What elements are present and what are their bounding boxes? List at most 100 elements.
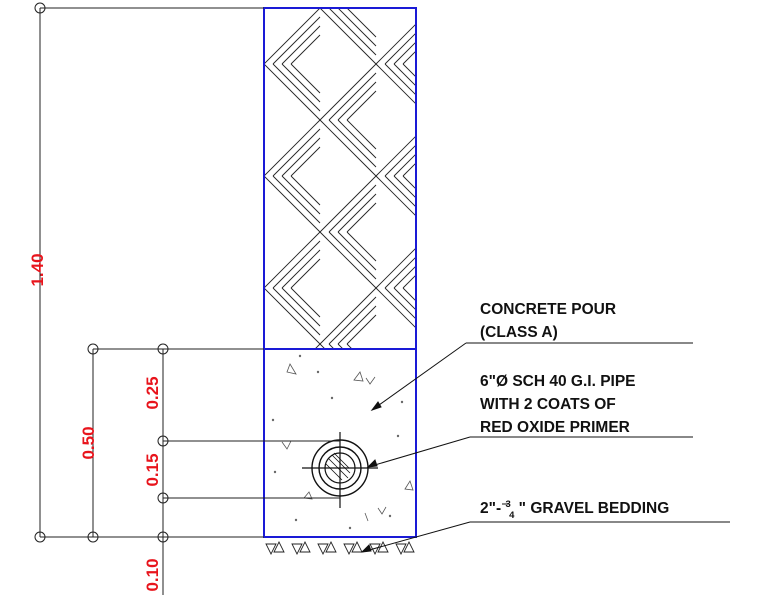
hatch-line — [264, 297, 265, 298]
hatch-line — [347, 8, 348, 9]
hatch-line — [441, 73, 488, 120]
hatch-line — [403, 371, 432, 400]
hatch-line — [384, 175, 416, 208]
hatch-line — [384, 256, 416, 289]
concrete-speckle — [271, 354, 414, 530]
hatch-line — [291, 371, 320, 400]
hatch-line — [402, 175, 416, 190]
hatch-line — [217, 409, 264, 456]
hatch-line — [281, 25, 321, 65]
backfill-hatch — [208, 0, 488, 456]
hatch-line — [402, 50, 416, 65]
hatch-line — [319, 343, 326, 349]
hatch-line — [441, 232, 488, 279]
hatch-line — [337, 81, 377, 121]
hatch-line — [375, 287, 416, 329]
hatch-line — [459, 120, 488, 149]
hatch-line — [320, 400, 376, 456]
hatch-line — [272, 128, 321, 177]
hatch-line — [319, 8, 320, 9]
hatch-line — [264, 175, 321, 233]
hatch-line — [441, 8, 488, 55]
hatch-line — [281, 287, 321, 327]
hatch-line — [320, 8, 321, 9]
hatch-line — [264, 400, 320, 456]
hatch-line — [319, 119, 377, 177]
hatch-line — [264, 166, 265, 167]
hatch-line — [319, 8, 377, 65]
hatch-line — [264, 73, 265, 74]
hatch-line — [264, 148, 265, 149]
hatch-line — [264, 64, 265, 65]
hatch-line — [375, 175, 416, 217]
hatch-line — [264, 82, 265, 83]
hatch-line — [291, 400, 320, 429]
hatch-line — [290, 258, 321, 289]
hatch-line — [346, 119, 377, 150]
hatch-line — [264, 91, 265, 92]
note-gravel-bedding: 2"- 3 4 " GRAVEL BEDDING — [480, 494, 669, 522]
hatch-line — [290, 175, 321, 206]
hatch-line — [338, 418, 376, 456]
hatch-line — [385, 400, 432, 447]
hatch-line — [450, 82, 488, 120]
hatch-line — [282, 362, 320, 400]
hatch-line — [208, 344, 264, 400]
hatch-line — [281, 63, 321, 103]
hatch-line — [384, 144, 416, 177]
dimension-lines — [34, 2, 340, 595]
hatch-line — [337, 119, 377, 159]
hatch-line — [281, 249, 321, 289]
hatch-line — [403, 400, 432, 429]
hatch-line — [375, 247, 416, 289]
hatch-line — [376, 400, 432, 456]
hatch-line — [441, 185, 488, 232]
hatch-line — [328, 231, 377, 280]
hatch-line — [264, 8, 321, 65]
hatch-line — [290, 287, 321, 318]
hatch-line — [264, 45, 265, 46]
hatch-line — [226, 418, 264, 456]
hatch-line — [264, 306, 265, 307]
hatch-line — [264, 203, 265, 204]
hatch-line — [264, 175, 265, 176]
hatch-line — [319, 231, 377, 289]
hatch-line — [328, 296, 377, 345]
hatch-line — [264, 176, 265, 177]
hatch-line — [393, 63, 416, 87]
hatch-line — [393, 153, 416, 177]
hatch-line — [328, 343, 335, 349]
hatch-line — [281, 137, 321, 177]
gravel-suffix: " GRAVEL BEDDING — [519, 500, 670, 517]
hatch-line — [272, 63, 321, 112]
hatch-line — [376, 0, 432, 8]
hatch-line — [319, 175, 377, 233]
hatch-line — [393, 265, 416, 289]
hatch-line — [264, 278, 265, 279]
hatch-line — [384, 32, 416, 65]
hatch-line — [328, 184, 377, 233]
hatch-line — [346, 202, 377, 233]
hatch-line — [264, 315, 265, 316]
hatch-line — [226, 0, 264, 8]
hatch-line — [450, 0, 488, 8]
hatch-line — [346, 90, 377, 121]
hatch-line — [450, 8, 488, 46]
hatch-line — [328, 119, 377, 168]
hatch-line — [402, 287, 416, 302]
hatch-line — [375, 135, 416, 177]
pipe-symbol — [302, 432, 378, 508]
note-concrete-line1: CONCRETE POUR — [480, 301, 616, 318]
hatch-line — [432, 8, 488, 64]
trench-outline — [263, 7, 417, 538]
hatch-line — [441, 120, 488, 167]
hatch-line — [393, 41, 416, 65]
hatch-line — [346, 8, 377, 38]
hatch-line — [272, 16, 321, 65]
hatch-line — [290, 34, 321, 65]
hatch-line — [272, 240, 321, 289]
hatch-line — [217, 344, 264, 391]
hatch-line — [282, 400, 320, 438]
hatch-line — [402, 63, 416, 78]
hatch-line — [264, 63, 265, 64]
